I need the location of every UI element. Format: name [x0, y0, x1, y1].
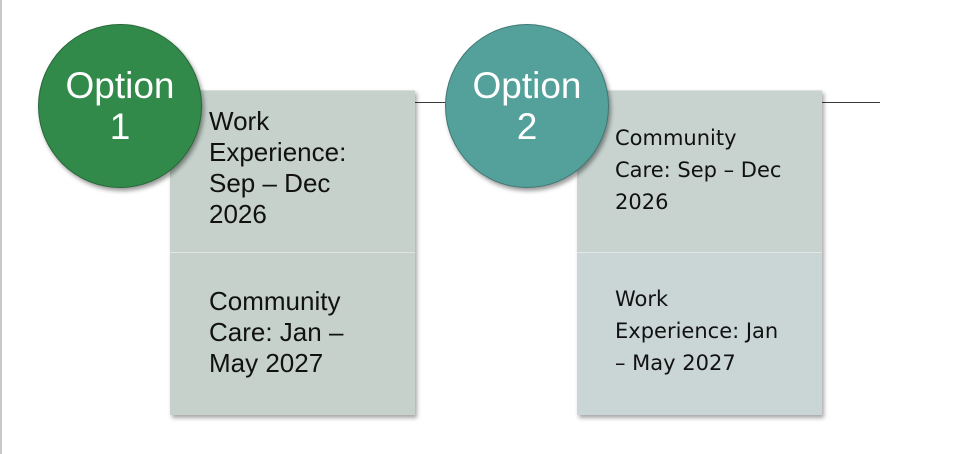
text-line: 2026	[209, 199, 267, 229]
text-line: Experience: Jan	[615, 319, 779, 343]
option-2-period-2-text: Work Experience: Jan – May 2027	[615, 283, 812, 379]
option-1-card: Work Experience: Sep – Dec 2026 Communit…	[170, 90, 415, 415]
option-2-period-1-text: Community Care: Sep – Dec 2026	[615, 122, 812, 218]
option-2-label: Option	[472, 65, 582, 106]
text-line: Work	[209, 106, 270, 136]
text-line: Sep – Dec	[209, 168, 331, 198]
option-1-period-2: Community Care: Jan – May 2027	[170, 252, 415, 415]
text-line: Community	[209, 286, 341, 316]
text-line: – May 2027	[615, 351, 736, 375]
option-2-card: Community Care: Sep – Dec 2026 Work Expe…	[577, 90, 822, 415]
option-1-period-2-text: Community Care: Jan – May 2027	[209, 286, 403, 379]
option-1-badge: Option 1	[38, 24, 202, 188]
option-2-period-1: Community Care: Sep – Dec 2026	[577, 90, 822, 252]
text-line: Care: Jan –	[209, 317, 344, 347]
option-2-badge: Option 2	[445, 24, 609, 188]
option-1-number: 1	[109, 106, 131, 147]
slide-left-border	[0, 0, 2, 454]
text-line: Work	[615, 287, 669, 311]
option-1-label: Option	[65, 65, 175, 106]
option-2-period-2: Work Experience: Jan – May 2027	[577, 252, 822, 415]
option-1-period-1: Work Experience: Sep – Dec 2026	[170, 90, 415, 252]
option-2-number: 2	[516, 106, 538, 147]
text-line: Experience:	[209, 137, 347, 167]
text-line: Care: Sep – Dec	[615, 158, 782, 182]
text-line: Community	[615, 126, 737, 150]
option-1-period-1-text: Work Experience: Sep – Dec 2026	[209, 106, 403, 230]
text-line: 2026	[615, 190, 669, 214]
text-line: May 2027	[209, 348, 324, 378]
